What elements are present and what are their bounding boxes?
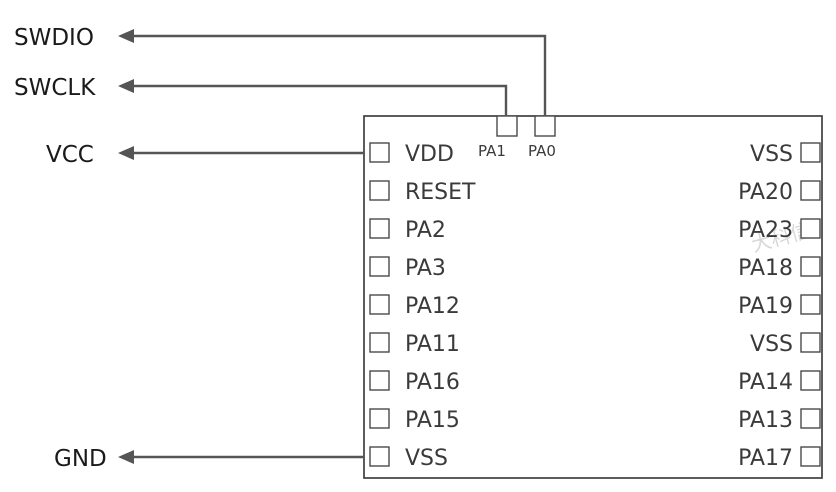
top-pad-pa1	[496, 115, 518, 137]
right-pad-4	[800, 294, 821, 315]
right-pad-7	[800, 408, 821, 429]
top-pin-label-pa1: PA1	[478, 142, 506, 160]
right-pad-5	[800, 332, 821, 353]
left-pin-label-7: PA15	[405, 408, 460, 433]
right-pad-2	[800, 218, 821, 239]
signal-label-swclk: SWCLK	[14, 75, 96, 101]
swclk-wire	[132, 84, 508, 116]
chip-body	[363, 115, 823, 479]
signal-label-vcc: VCC	[46, 142, 94, 168]
right-pin-label-5: VSS	[750, 332, 793, 357]
right-pin-label-2: PA23	[738, 218, 793, 243]
left-pin-label-4: PA12	[405, 294, 460, 319]
top-pad-pa0	[534, 115, 556, 137]
left-pad-1	[369, 180, 390, 201]
left-pad-6	[369, 370, 390, 391]
swdio-wire	[132, 34, 547, 116]
right-pad-0	[800, 142, 821, 163]
left-pin-label-6: PA16	[405, 370, 460, 395]
gnd-arrowhead	[118, 450, 134, 464]
top-pin-label-pa0: PA0	[528, 142, 556, 160]
right-pad-1	[800, 180, 821, 201]
right-pad-8	[800, 446, 821, 467]
left-pad-2	[369, 218, 390, 239]
swdio-arrowhead	[118, 29, 134, 43]
vcc-arrowhead	[118, 146, 134, 160]
left-pad-8	[369, 446, 390, 467]
left-pin-label-3: PA3	[405, 256, 446, 281]
left-pin-label-1: RESET	[405, 180, 476, 205]
right-pin-label-0: VSS	[750, 142, 793, 167]
right-pin-label-3: PA18	[738, 256, 793, 281]
left-pin-label-2: PA2	[405, 218, 446, 243]
right-pin-label-1: PA20	[738, 180, 793, 205]
left-pad-4	[369, 294, 390, 315]
left-pad-3	[369, 256, 390, 277]
left-pad-7	[369, 408, 390, 429]
left-pin-label-8: VSS	[405, 446, 448, 471]
left-pin-label-5: PA11	[405, 332, 460, 357]
right-pin-label-6: PA14	[738, 370, 793, 395]
right-pin-label-7: PA13	[738, 408, 793, 433]
signal-label-swdio: SWDIO	[14, 25, 94, 51]
right-pad-3	[800, 256, 821, 277]
right-pad-6	[800, 370, 821, 391]
left-pin-label-0: VDD	[405, 142, 454, 167]
right-pin-label-8: PA17	[738, 446, 793, 471]
left-pad-5	[369, 332, 390, 353]
right-pin-label-4: PA19	[738, 294, 793, 319]
swclk-arrowhead	[118, 79, 134, 93]
left-pad-0	[369, 142, 390, 163]
signal-label-gnd: GND	[54, 446, 107, 472]
